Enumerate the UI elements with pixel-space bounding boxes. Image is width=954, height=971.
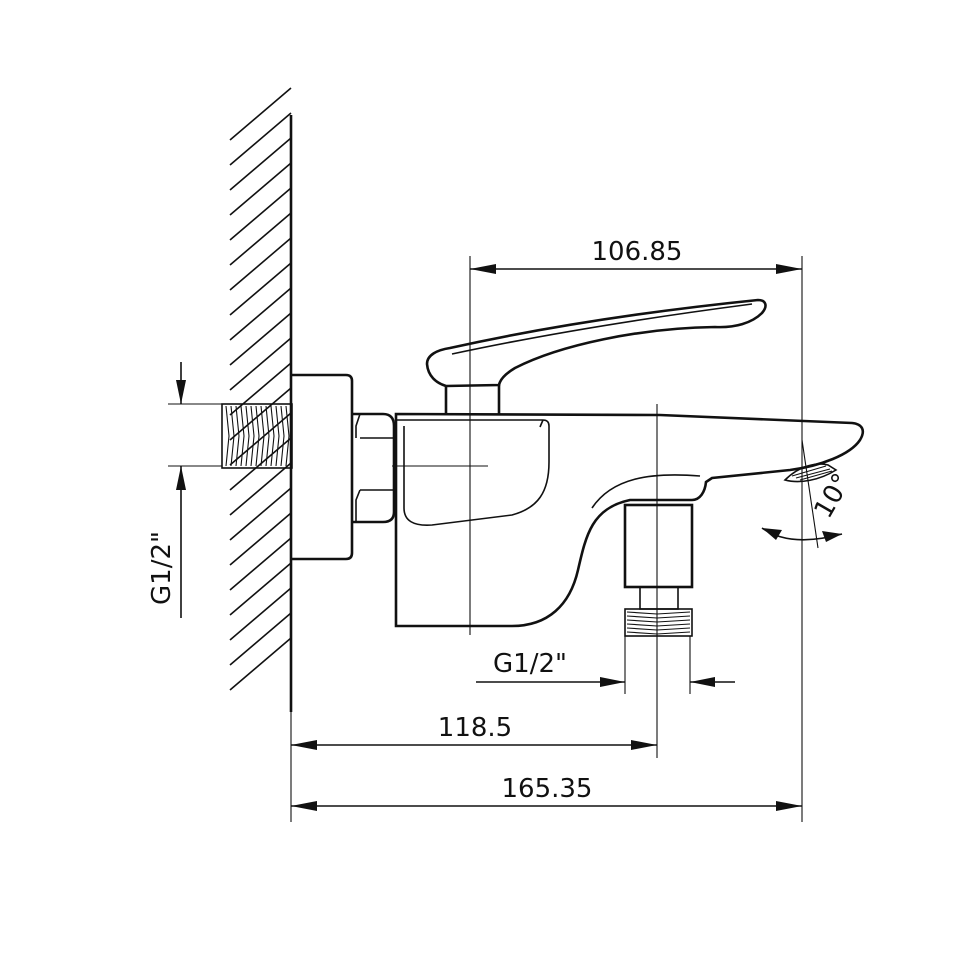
thread-coil bbox=[255, 405, 260, 467]
thread-coil bbox=[626, 611, 691, 615]
thread-coil bbox=[626, 627, 691, 631]
hatch-line bbox=[229, 212, 292, 266]
dim-arrow bbox=[776, 801, 802, 811]
dim-arrow bbox=[176, 466, 186, 490]
thread-coil bbox=[285, 405, 290, 467]
hatch-line bbox=[229, 312, 292, 366]
dim-arrow bbox=[291, 740, 317, 750]
dim-arrow bbox=[291, 801, 317, 811]
thread-coil bbox=[275, 405, 280, 467]
thread-coil bbox=[265, 405, 270, 467]
thread-coil bbox=[250, 405, 255, 467]
dim-label-118-5: 118.5 bbox=[438, 713, 512, 743]
dim-arrow bbox=[176, 380, 186, 404]
handle-stem bbox=[444, 385, 501, 414]
dim-arrow bbox=[776, 264, 802, 274]
hatch-line bbox=[229, 437, 292, 491]
dim-arrow bbox=[600, 677, 625, 687]
thread-coil bbox=[626, 615, 691, 619]
inlet-pipe bbox=[221, 403, 293, 469]
inlet-thread-coils bbox=[225, 405, 290, 467]
thread-coil bbox=[225, 405, 230, 467]
hatch-line bbox=[229, 487, 292, 541]
outlet-neck bbox=[639, 586, 679, 610]
hatch-line bbox=[229, 162, 292, 216]
hex-nut-body bbox=[352, 412, 396, 524]
thread-coil bbox=[626, 631, 691, 635]
outlet-thread bbox=[624, 608, 693, 637]
hatch-line bbox=[229, 512, 292, 566]
hatch-line bbox=[229, 587, 292, 641]
shower-outlet bbox=[623, 503, 694, 637]
hatch-line bbox=[229, 137, 292, 191]
faucet-body bbox=[394, 412, 865, 628]
thread-coil bbox=[626, 619, 691, 623]
thread-coil bbox=[245, 405, 250, 467]
dimension-165-35: 165.35 bbox=[291, 774, 802, 811]
hatch-line bbox=[229, 112, 292, 166]
thread-coil bbox=[626, 623, 691, 627]
hatch-line bbox=[229, 237, 292, 291]
outlet-body bbox=[623, 503, 694, 589]
dim-label-106-85: 106.85 bbox=[592, 237, 683, 267]
wall bbox=[229, 87, 293, 712]
wall-inlet-thread bbox=[221, 403, 293, 469]
hatch-line bbox=[229, 337, 292, 391]
wall-hatching bbox=[229, 87, 292, 691]
hatch-line bbox=[229, 637, 292, 691]
hatch-line bbox=[229, 262, 292, 316]
hatch-line bbox=[229, 387, 292, 441]
hex-connector bbox=[352, 412, 396, 524]
wall-flange bbox=[291, 373, 354, 561]
dim-arrow bbox=[631, 740, 657, 750]
dim-arrow bbox=[762, 528, 782, 540]
hex-chamfer-2 bbox=[355, 489, 361, 522]
flange-body bbox=[291, 373, 354, 561]
faucet-outline bbox=[394, 412, 865, 628]
hatch-line bbox=[229, 287, 292, 341]
hex-chamfer-1 bbox=[355, 413, 361, 438]
inlet-thread-dimension: G1/2" bbox=[147, 362, 222, 618]
thread-coil bbox=[240, 405, 245, 467]
spout-aerator bbox=[783, 463, 838, 483]
outlet-thread-dimension: G1/2" bbox=[476, 636, 735, 694]
hatch-line bbox=[229, 562, 292, 616]
centre-lines bbox=[290, 256, 803, 822]
thread-coil bbox=[270, 405, 275, 467]
hatch-line bbox=[229, 87, 292, 141]
dimension-118-5: 118.5 bbox=[291, 713, 657, 750]
thread-coil bbox=[280, 405, 285, 467]
hatch-line bbox=[229, 362, 292, 416]
dim-arrow bbox=[822, 531, 842, 542]
body-under-curve bbox=[591, 474, 701, 509]
handle-lever bbox=[425, 298, 767, 388]
angle-label: 10° bbox=[809, 469, 858, 524]
outlet-thread-coils bbox=[626, 611, 691, 635]
dim-label-165-35: 165.35 bbox=[502, 774, 593, 804]
thread-coil bbox=[235, 405, 240, 467]
body-inner-notch bbox=[539, 419, 544, 428]
hatch-line bbox=[229, 412, 292, 466]
lever-handle bbox=[425, 298, 767, 414]
thread-coil bbox=[260, 405, 265, 467]
angle-reference-line bbox=[801, 439, 819, 549]
dimension-106-85: 106.85 bbox=[470, 237, 802, 274]
hatch-line bbox=[229, 537, 292, 591]
thread-coil bbox=[230, 405, 235, 467]
dim-arrow bbox=[470, 264, 496, 274]
outlet-thread-label: G1/2" bbox=[493, 649, 567, 679]
hatch-line bbox=[229, 187, 292, 241]
handle-edge-line bbox=[451, 303, 753, 355]
dim-arrow bbox=[690, 677, 715, 687]
inlet-thread-label: G1/2" bbox=[147, 531, 177, 605]
hatch-line bbox=[229, 612, 292, 666]
hatch-line bbox=[229, 462, 292, 516]
spout-angle-dimension: 10° bbox=[761, 439, 858, 549]
body-inner-shell bbox=[396, 419, 550, 526]
